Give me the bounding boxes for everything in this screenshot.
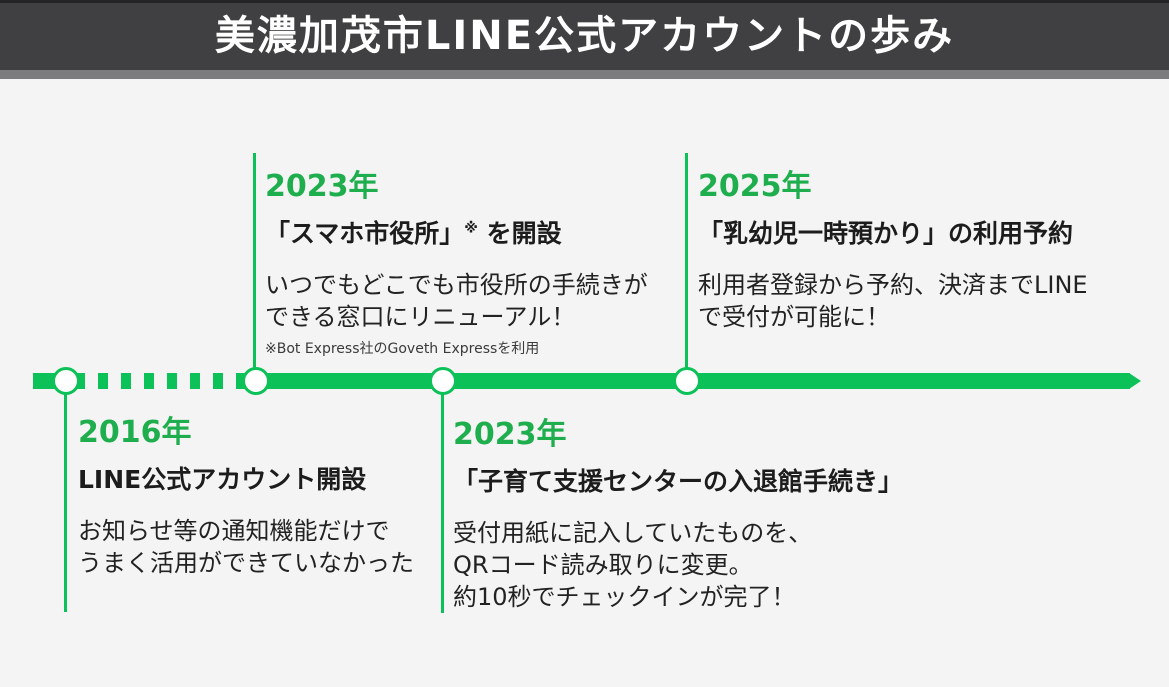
event-2023-center: 2023年 「子育て支援センターの入退館手続き」 受付用紙に記入していたものを、… — [453, 420, 923, 613]
timeline-node-2016 — [52, 367, 80, 395]
header-divider — [0, 70, 1169, 79]
event-year: 2023年 — [265, 169, 379, 204]
connector-line-2023-above — [253, 153, 256, 370]
event-2025: 2025年 「乳幼児一時預かり」の利用予約 利用者登録から予約、決済までLINE… — [698, 172, 1138, 333]
title-bar-top-edge — [0, 0, 1169, 3]
page-title: 美濃加茂市LINE公式アカウントの歩み — [214, 13, 955, 59]
event-title: LINE公式アカウント開設 — [78, 465, 367, 494]
timeline-node-2023-center — [429, 367, 457, 395]
event-title: 「子育て支援センターの入退館手続き」 — [453, 467, 904, 496]
event-body: お知らせ等の通知機能だけで うまく活用ができていなかった — [78, 517, 414, 577]
timeline-dashed-segment — [85, 373, 245, 389]
arrow-right-icon — [1129, 373, 1141, 389]
event-2023-smaho: 2023年 「スマホ市役所」※ を開設 いつでもどこでも市役所の手続きが できる… — [265, 172, 695, 358]
event-footnote: ※Bot Express社のGoveth Expressを利用 — [265, 341, 540, 357]
event-body: 利用者登録から予約、決済までLINE で受付が可能に！ — [698, 271, 1088, 331]
connector-line-2016-below — [64, 393, 67, 612]
event-year: 2016年 — [78, 415, 192, 450]
footnote-marker: ※ — [464, 220, 478, 237]
event-body: 受付用紙に記入していたものを、 QRコード読み取りに変更。 約10秒でチェックイ… — [453, 519, 813, 611]
event-title: 「乳幼児一時預かり」の利用予約 — [698, 219, 1074, 248]
title-bar: 美濃加茂市LINE公式アカウントの歩み — [0, 0, 1169, 70]
connector-line-2025-above — [685, 153, 688, 370]
event-title: 「スマホ市役所」※ を開設 — [265, 219, 562, 248]
connector-line-2023-below — [441, 393, 444, 613]
event-year: 2025年 — [698, 169, 812, 204]
timeline-node-2023-smaho — [242, 367, 270, 395]
event-year: 2023年 — [453, 417, 567, 452]
event-2016: 2016年 LINE公式アカウント開設 お知らせ等の通知機能だけで うまく活用が… — [78, 418, 458, 579]
timeline-node-2025 — [673, 367, 701, 395]
event-body: いつでもどこでも市役所の手続きが できる窓口にリニューアル！ — [265, 271, 648, 331]
